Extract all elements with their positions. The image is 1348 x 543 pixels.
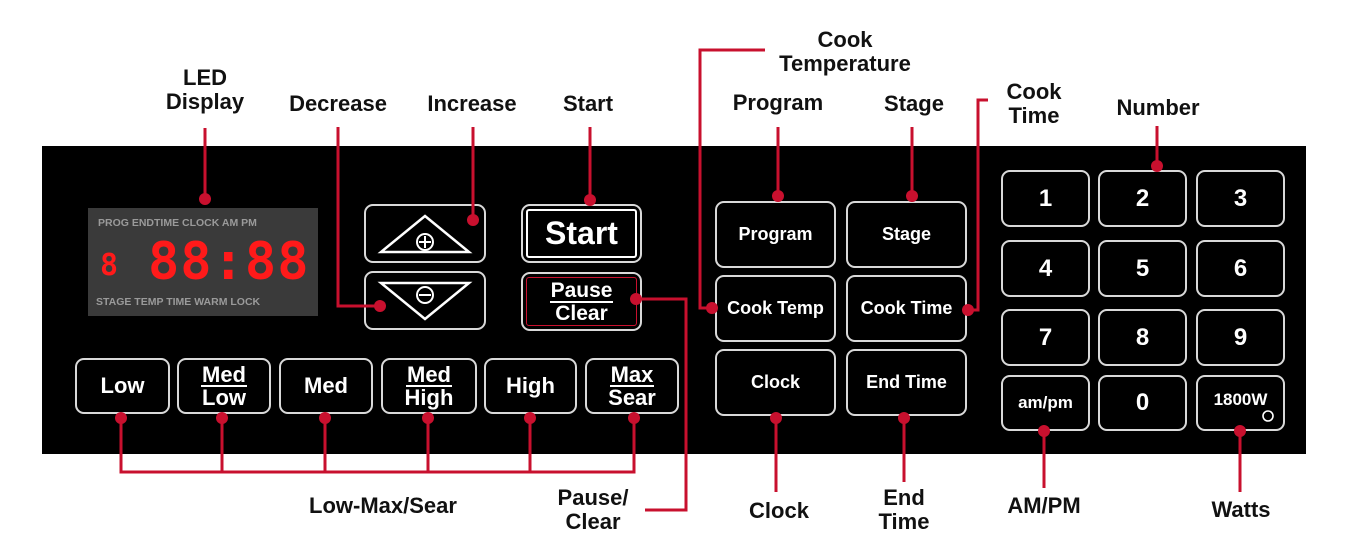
- callout-am-pm: AM/PM: [1007, 493, 1081, 518]
- led-small-digit: 8: [100, 248, 119, 283]
- keypad-4-label: 4: [1038, 254, 1053, 282]
- pause-label: Pause: [549, 279, 614, 303]
- watts-label: 1800W: [1213, 390, 1268, 409]
- stage-button[interactable]: Stage: [846, 201, 967, 268]
- keypad-4[interactable]: 4: [1001, 240, 1090, 297]
- callout-clock: Clock: [749, 498, 809, 523]
- callout-stage: Stage: [884, 91, 944, 116]
- heat-med-label: Med: [304, 373, 348, 398]
- heat-max-sear-button[interactable]: Max Sear: [585, 358, 679, 414]
- keypad-5[interactable]: 5: [1098, 240, 1187, 297]
- program-button[interactable]: Program: [715, 201, 836, 268]
- keypad-3-label: 3: [1233, 184, 1248, 212]
- keypad-6-label: 6: [1233, 254, 1248, 282]
- led-bottom-indicators: STAGE TEMP TIME WARM LOCK: [96, 296, 261, 308]
- led-top-indicators: PROG ENDTIME CLOCK AM PM: [98, 217, 257, 229]
- heat-high-button[interactable]: High: [484, 358, 577, 414]
- callout-cook-time: Cook Time: [1006, 79, 1062, 128]
- callout-low-max-sear: Low-Max/Sear: [309, 493, 457, 518]
- cook-time-label: Cook Time: [860, 298, 953, 318]
- callout-decrease: Decrease: [289, 91, 387, 116]
- clear-label: Clear: [555, 302, 608, 325]
- start-inner-frame: Start: [526, 209, 637, 258]
- heat-med-high-bottom: High: [404, 384, 454, 410]
- keypad-3[interactable]: 3: [1196, 170, 1285, 227]
- keypad-6[interactable]: 6: [1196, 240, 1285, 297]
- program-label: Program: [738, 224, 813, 244]
- am-pm-button[interactable]: am/pm: [1001, 375, 1090, 431]
- keypad-8-label: 8: [1135, 323, 1150, 351]
- keypad-1[interactable]: 1: [1001, 170, 1090, 227]
- heat-high-label: High: [506, 373, 555, 398]
- pause-clear-inner-frame: Pause Clear: [526, 277, 637, 326]
- heat-low-label: Low: [100, 373, 145, 398]
- heat-med-low-bottom: Low: [202, 384, 246, 410]
- keypad-9-label: 9: [1233, 323, 1248, 351]
- heat-med-low-button[interactable]: Med Low: [177, 358, 271, 414]
- callout-start: Start: [562, 91, 614, 116]
- pause-clear-button[interactable]: Pause Clear: [521, 272, 642, 331]
- heat-low-button[interactable]: Low: [75, 358, 170, 414]
- clock-label: Clock: [750, 372, 801, 392]
- led-display: PROG ENDTIME CLOCK AM PM 8 88:88 STAGE T…: [88, 208, 318, 316]
- decrease-button[interactable]: [364, 271, 486, 330]
- keypad-8[interactable]: 8: [1098, 309, 1187, 366]
- callout-pause-clear: Pause/ Clear: [557, 485, 629, 534]
- keypad-0-label: 0: [1135, 389, 1150, 416]
- end-time-label: End Time: [866, 372, 947, 392]
- am-pm-label: am/pm: [1018, 393, 1073, 412]
- callout-increase: Increase: [427, 91, 517, 116]
- start-label: Start: [545, 215, 618, 251]
- callout-watts: Watts: [1211, 497, 1271, 522]
- end-time-button[interactable]: End Time: [846, 349, 967, 416]
- keypad-7-label: 7: [1038, 323, 1053, 351]
- callout-cook-temperature: Cook Temperature: [779, 27, 911, 76]
- keypad-5-label: 5: [1135, 254, 1150, 282]
- heat-med-button[interactable]: Med: [279, 358, 373, 414]
- callout-led-display: LED Display: [165, 65, 245, 114]
- heat-med-high-top: Med: [406, 361, 452, 387]
- increase-button[interactable]: [364, 204, 486, 263]
- cook-temp-button[interactable]: Cook Temp: [715, 275, 836, 342]
- decrease-triangle-icon: [377, 281, 473, 321]
- stage-label: Stage: [881, 224, 932, 244]
- watts-button[interactable]: 1800W: [1196, 375, 1285, 431]
- increase-triangle-icon: [377, 213, 473, 253]
- keypad-7[interactable]: 7: [1001, 309, 1090, 366]
- cook-temp-label: Cook Temp: [727, 298, 824, 318]
- heat-max-sear-bottom: Sear: [608, 384, 656, 410]
- clock-button[interactable]: Clock: [715, 349, 836, 416]
- start-button[interactable]: Start: [521, 204, 642, 263]
- heat-med-low-top: Med: [201, 361, 247, 387]
- callout-program: Program: [732, 90, 824, 115]
- keypad-9[interactable]: 9: [1196, 309, 1285, 366]
- heat-max-sear-top: Max: [609, 361, 655, 387]
- led-digits: 88:88: [148, 232, 310, 292]
- callout-end-time: End Time: [878, 485, 930, 534]
- heat-med-high-button[interactable]: Med High: [381, 358, 477, 414]
- cook-time-button[interactable]: Cook Time: [846, 275, 967, 342]
- keypad-0[interactable]: 0: [1098, 375, 1187, 431]
- keypad-2-label: 2: [1135, 184, 1150, 212]
- callout-number: Number: [1116, 95, 1200, 120]
- keypad-2[interactable]: 2: [1098, 170, 1187, 227]
- keypad-1-label: 1: [1038, 184, 1053, 212]
- watts-indicator-icon: [1262, 410, 1274, 422]
